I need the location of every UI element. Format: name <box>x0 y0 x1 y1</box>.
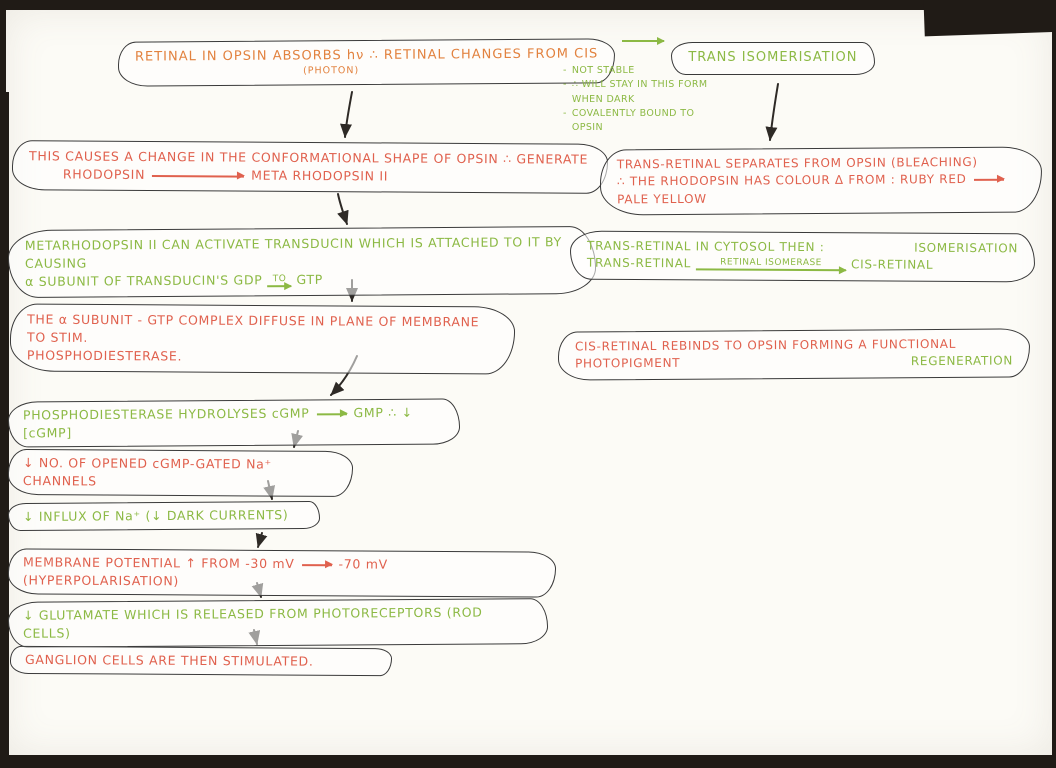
scan-border-left <box>0 92 9 768</box>
regeneration-tag: REGENERATION <box>910 353 1014 369</box>
step-text: METARHODOPSIN II CAN ACTIVATE TRANSDUCIN… <box>24 234 562 272</box>
arrow-right-icon <box>973 178 1004 181</box>
title-text: RETINAL IN OPSIN ABSORBS hν ∴ RETINAL CH… <box>134 46 599 65</box>
step-text: PHOSPHODIESTERASE. <box>26 347 183 364</box>
step-text: PHOTOPIGMENT REGENERATION <box>575 353 1014 371</box>
bubble-retinal-isomerase: TRANS-RETINAL IN CYTOSOL THEN : ISOMERIS… <box>569 230 1036 283</box>
bubble-cgmp-gated-channels: ↓ NO. OF OPENED cGMP-GATED Na⁺ CHANNELS <box>7 448 354 498</box>
bubble-bleaching: TRANS-RETINAL SEPARATES FROM OPSIN (BLEA… <box>599 146 1043 216</box>
side-notes: - NOT STABLE - ∴ WILL STAY IN THIS FORM … <box>563 64 723 135</box>
note-text: COVALENTLY BOUND TO OPSIN <box>571 107 695 133</box>
dash-bullet-icon: - <box>563 65 567 76</box>
arrow-right-icon <box>622 36 666 45</box>
bubble-retinal-absorbs: RETINAL IN OPSIN ABSORBS hν ∴ RETINAL CH… <box>117 38 616 87</box>
bubble-glutamate-release: ↓ GLUTAMATE WHICH IS RELEASED FROM PHOTO… <box>7 598 549 649</box>
bubble-regeneration: CIS-RETINAL REBINDS TO OPSIN FORMING A F… <box>557 328 1031 381</box>
dash-bullet-icon: - <box>563 79 567 91</box>
arrow-right-icon <box>267 285 292 288</box>
note-item: - NOT STABLE <box>563 64 723 78</box>
bubble-membrane-potential: MEMBRANE POTENTIAL ↑ FROM -30 mV-70 mV (… <box>7 548 557 598</box>
title-row: RETINAL IN OPSIN ABSORBS hν ∴ RETINAL CH… <box>117 36 875 87</box>
bubble-trans-isomerisation: TRANS ISOMERISATION <box>671 42 875 75</box>
bubble-na-influx: ↓ INFLUX OF Na⁺ (↓ DARK CURRENTS) <box>7 500 321 532</box>
labelled-arrow: TO <box>267 274 292 288</box>
scan-border-top-right <box>923 0 1056 37</box>
bubble-ganglion-stimulated: GANGLION CELLS ARE THEN STIMULATED. <box>9 645 393 677</box>
step-text: THE α SUBUNIT - GTP COMPLEX DIFFUSE IN P… <box>26 311 480 346</box>
bubble-conformational-change: THIS CAUSES A CHANGE IN THE CONFORMATION… <box>11 140 609 195</box>
arrow-right-icon <box>152 174 245 178</box>
note-text: ∴ WILL STAY IN THIS FORM WHEN DARK <box>571 79 708 105</box>
note-text: NOT STABLE <box>571 65 635 76</box>
arrow-right-icon <box>695 268 846 272</box>
dash-bullet-icon: - <box>563 107 567 119</box>
bubble-metarhodopsin-transducin: METARHODOPSIN II CAN ACTIVATE TRANSDUCIN… <box>7 225 597 299</box>
note-item: - ∴ WILL STAY IN THIS FORM WHEN DARK <box>563 78 723 107</box>
note-item: - COVALENTLY BOUND TO OPSIN <box>563 107 723 136</box>
isomerisation-tag: ISOMERISATION <box>914 240 1019 256</box>
step-text: ∴ THE RHODOPSIN HAS COLOUR Δ FROM : RUBY… <box>617 171 1025 209</box>
arrow-right-icon <box>316 412 347 415</box>
bubble-gtp-complex-diffuse: THE α SUBUNIT - GTP COMPLEX DIFFUSE IN P… <box>9 303 516 375</box>
arrow-right-icon <box>301 563 332 566</box>
labelled-arrow: RETINAL ISOMERASE <box>695 257 846 272</box>
enzyme-label: RETINAL ISOMERASE <box>720 257 822 269</box>
